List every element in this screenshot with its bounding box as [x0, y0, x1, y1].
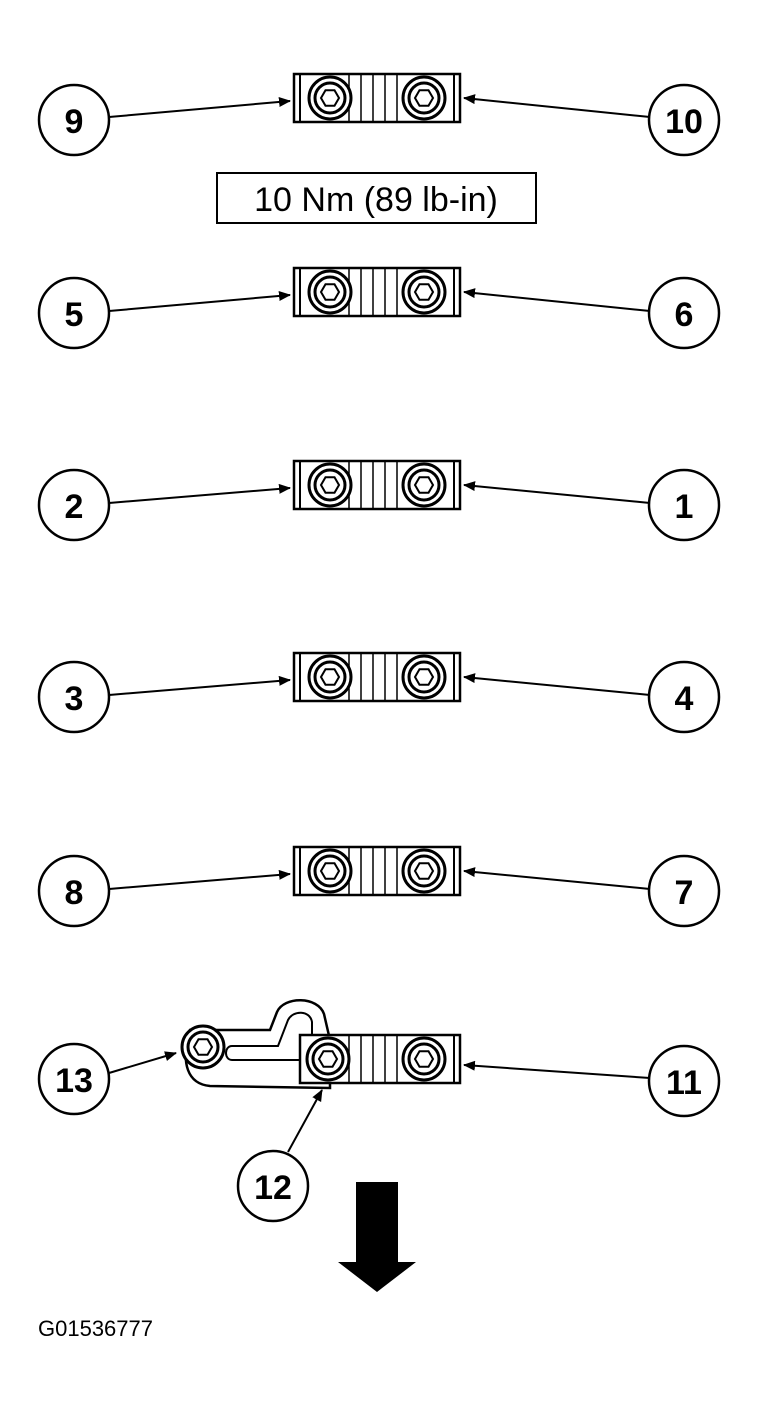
callout-label: 12	[254, 1169, 292, 1207]
callout-circle	[647, 468, 721, 542]
bearing-cap-row-4: 3 4	[37, 653, 721, 734]
bearing-cap-row-1: 9 10	[37, 74, 721, 157]
callout-label: 9	[65, 103, 84, 141]
callout-circle	[37, 276, 111, 350]
callout-arrow	[463, 481, 651, 504]
callout-label: 5	[65, 296, 84, 334]
callout-label: 2	[65, 488, 84, 526]
callout-circle	[647, 83, 721, 157]
callout-label: 11	[666, 1064, 702, 1102]
callout-circle	[647, 276, 721, 350]
torque-spec-frame	[216, 172, 537, 224]
callout-label: 4	[675, 680, 694, 718]
bearing-cap-row-2: 5 6	[37, 268, 721, 350]
callout-label: 1	[675, 488, 694, 526]
callout-circle	[37, 1042, 111, 1116]
torque-spec: 10 Nm (89 lb-in)	[254, 181, 498, 219]
callout-arrow	[108, 483, 291, 504]
bearing-cap	[294, 461, 460, 509]
callout-circle	[37, 83, 111, 157]
bearing-cap-row-3: 2 1	[37, 461, 721, 542]
bolt	[305, 1036, 351, 1082]
callout-arrow	[108, 869, 291, 890]
callout-label: 10	[665, 103, 703, 141]
callout-circle	[647, 660, 721, 734]
torque-spec-box: 10 Nm (89 lb-in)	[216, 172, 537, 224]
callout-arrow	[287, 1089, 323, 1153]
callout-circle	[236, 1149, 310, 1223]
callout-circle	[37, 468, 111, 542]
callout-circle	[37, 660, 111, 734]
callout-arrow	[108, 1051, 177, 1074]
callout-arrow	[108, 290, 291, 312]
callout-label: 3	[65, 680, 84, 718]
bearing-cap-row-5: 8 7	[37, 847, 721, 928]
callout-arrow	[108, 675, 291, 696]
callout-circle	[647, 1044, 721, 1118]
figure-id: G01536777	[38, 1316, 153, 1341]
callout-label: 7	[675, 874, 694, 912]
bearing-cap	[294, 847, 460, 895]
bearing-cap	[294, 268, 460, 316]
callout-label: 6	[675, 296, 694, 334]
callout-circle	[37, 854, 111, 928]
callout-label: 13	[55, 1062, 93, 1100]
callout-arrow	[463, 94, 651, 118]
bracket-bolt	[180, 1024, 226, 1070]
bearing-cap	[294, 653, 460, 701]
callout-label: 8	[65, 874, 84, 912]
callout-arrow	[108, 96, 291, 118]
down-arrow-icon	[338, 1182, 416, 1292]
bearing-cap-row-6: 13 11 12	[37, 999, 721, 1223]
callout-circle	[647, 854, 721, 928]
bearing-cap	[294, 74, 460, 122]
callout-arrow	[463, 867, 651, 890]
callout-arrow	[463, 673, 651, 696]
bracket-slot	[225, 1011, 313, 1061]
callout-arrow	[463, 288, 651, 312]
callout-arrow	[463, 1060, 651, 1079]
bolt	[401, 1036, 447, 1082]
